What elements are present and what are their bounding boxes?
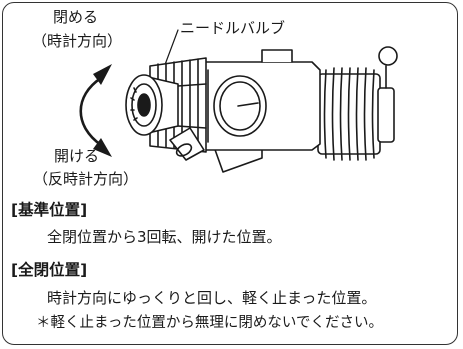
panel-frame	[2, 2, 458, 345]
valve-body	[204, 49, 321, 151]
rear-fitting	[377, 46, 398, 143]
fully-closed-text: 時計方向にゆっくりと回し、軽く止まった位置。	[47, 289, 377, 307]
open-direction-label: （反時計方向）	[33, 170, 139, 188]
reference-position-text: 全閉位置から3回転、開けた位置。	[47, 228, 282, 246]
close-direction-label: （時計方向）	[32, 32, 123, 50]
side-nozzle	[169, 127, 205, 161]
needle-valve-label: ニードルバルブ	[180, 19, 286, 37]
rotation-arrow-icon	[79, 64, 112, 157]
close-label: 閉める	[53, 8, 99, 26]
fully-closed-heading: [全閉位置]	[11, 261, 88, 279]
bracket	[212, 143, 263, 173]
reference-position-heading: [基準位置]	[11, 201, 88, 219]
fully-closed-caution: ＊軽く止まった位置から無理に閉めないでください。	[36, 315, 383, 331]
bellows	[317, 67, 381, 161]
needle-valve-knob	[125, 74, 179, 136]
open-label: 開ける	[54, 147, 100, 165]
valve-illustration	[79, 29, 398, 173]
